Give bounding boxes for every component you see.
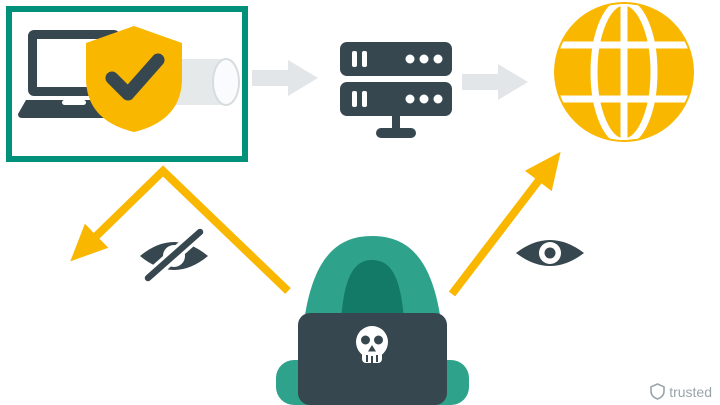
brand-name: trusted	[669, 383, 712, 400]
eye-off-icon	[140, 226, 208, 284]
flow-arrow-right-icon	[252, 60, 318, 96]
eye-icon	[516, 240, 584, 266]
shield-check-icon	[86, 26, 182, 132]
flow-arrow-right-icon	[462, 64, 528, 100]
server-icon	[340, 42, 452, 138]
trusted-logo-icon	[650, 383, 665, 400]
hacker-icon	[276, 236, 469, 405]
brand-watermark: trusted	[650, 383, 712, 400]
globe-icon	[554, 2, 694, 142]
skull-icon	[356, 326, 388, 364]
